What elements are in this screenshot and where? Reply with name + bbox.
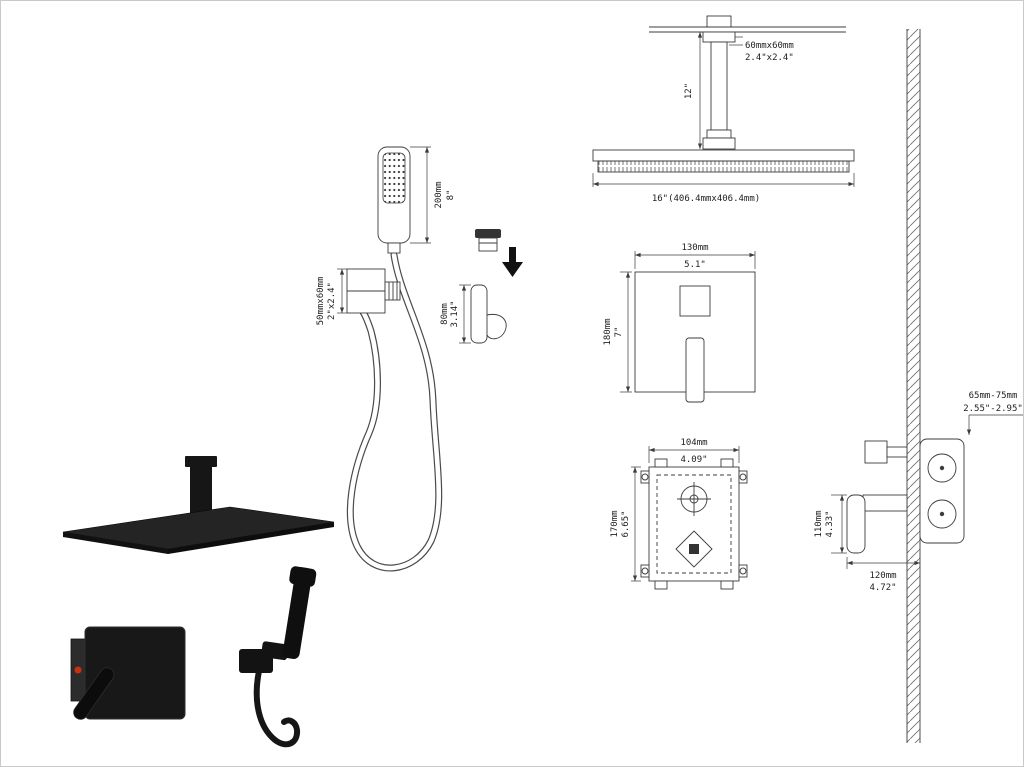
- dim-plate-height-mm: 180mm: [603, 318, 613, 345]
- photo-hose: [253, 668, 301, 748]
- photo-wand: [282, 566, 317, 659]
- rain-head-nozzle-face: [597, 160, 850, 173]
- trim-handle: [685, 337, 705, 403]
- down-arrow-icon: [502, 247, 523, 277]
- product-photo-mixer: [70, 626, 186, 720]
- dim-elbow-mm: 50mmx60mm: [316, 277, 326, 326]
- dim-plate-width-in: 5.1": [684, 260, 706, 270]
- lever-grip: [846, 494, 866, 554]
- diverter-knob: [864, 440, 888, 464]
- dim-plate-height-in: 7": [614, 327, 624, 338]
- dim-projection-mm: 120mm: [869, 571, 896, 581]
- handheld-shower-diagram: 200mm 8" 50mmx60mm 2"x2.4": [316, 146, 456, 572]
- dim-head-size: 16"(406.4mmx406.4mm): [652, 194, 760, 204]
- holder-bracket: [470, 284, 488, 344]
- dim-wand-length-in: 8": [446, 190, 456, 201]
- dim-arm-section-in: 2.4"x2.4": [745, 53, 794, 63]
- dim-valve-width-mm: 104mm: [680, 438, 707, 448]
- shower-arm: [710, 41, 728, 131]
- dim-arm-section-mm: 60mmx60mm: [745, 41, 794, 51]
- wall-hatching: [907, 29, 920, 743]
- dim-holder-mm: 80mm: [440, 303, 450, 325]
- holder-hook: [486, 313, 507, 340]
- wand-spray-face: [382, 152, 406, 204]
- trim-plate-diagram: 130mm 5.1" 180mm 7": [603, 243, 756, 403]
- wall-section-diagram: 65mm-75mm 2.55"-2.95" 110mm 4.33" 120mm …: [814, 29, 1023, 743]
- mixer-lever-photo: [73, 667, 115, 720]
- dim-holder-in: 3.14": [450, 300, 460, 327]
- product-photo-handheld: [239, 566, 317, 748]
- lever-arm: [862, 494, 908, 512]
- dim-valve-height-in: 6.65": [621, 510, 631, 537]
- elbow-outlet: [384, 281, 401, 301]
- red-cap-dot: [74, 666, 82, 674]
- dim-elbow-in: 2"x2.4": [327, 282, 337, 320]
- dim-valve-height-mm: 170mm: [610, 510, 620, 537]
- ceiling-flange: [702, 31, 736, 43]
- rough-in-valve-diagram: 104mm 4.09" 170mm 6.65": [610, 438, 748, 590]
- hose-nut: [387, 242, 401, 254]
- rain-head-top: [592, 149, 855, 162]
- dim-plate-width-mm: 130mm: [681, 243, 708, 253]
- mixer-plate-photo: [84, 626, 186, 720]
- dim-arm-length: 12": [684, 83, 694, 99]
- holder-cap-icon: [475, 229, 501, 252]
- ceiling-mount-block: [706, 15, 732, 28]
- handheld-holder-diagram: 80mm 3.14": [440, 229, 523, 344]
- product-photo-ceiling-head: [62, 456, 335, 554]
- dim-valve-width-in: 4.09": [680, 455, 707, 465]
- dim-wall-depth-in: 2.55"-2.95": [963, 404, 1023, 414]
- dim-wall-depth-mm: 65mm-75mm: [969, 391, 1018, 401]
- diverter-window: [679, 285, 711, 317]
- dim-handle-height-mm: 110mm: [814, 510, 824, 537]
- dim-handle-height-in: 4.33": [825, 510, 835, 537]
- dim-projection-in: 4.72": [869, 583, 896, 593]
- dim-wand-length-mm: 200mm: [434, 181, 444, 208]
- ceiling-shower-diagram: 60mmx60mm 2.4"x2.4" 12" 16"(406.4mmx406.…: [592, 15, 855, 204]
